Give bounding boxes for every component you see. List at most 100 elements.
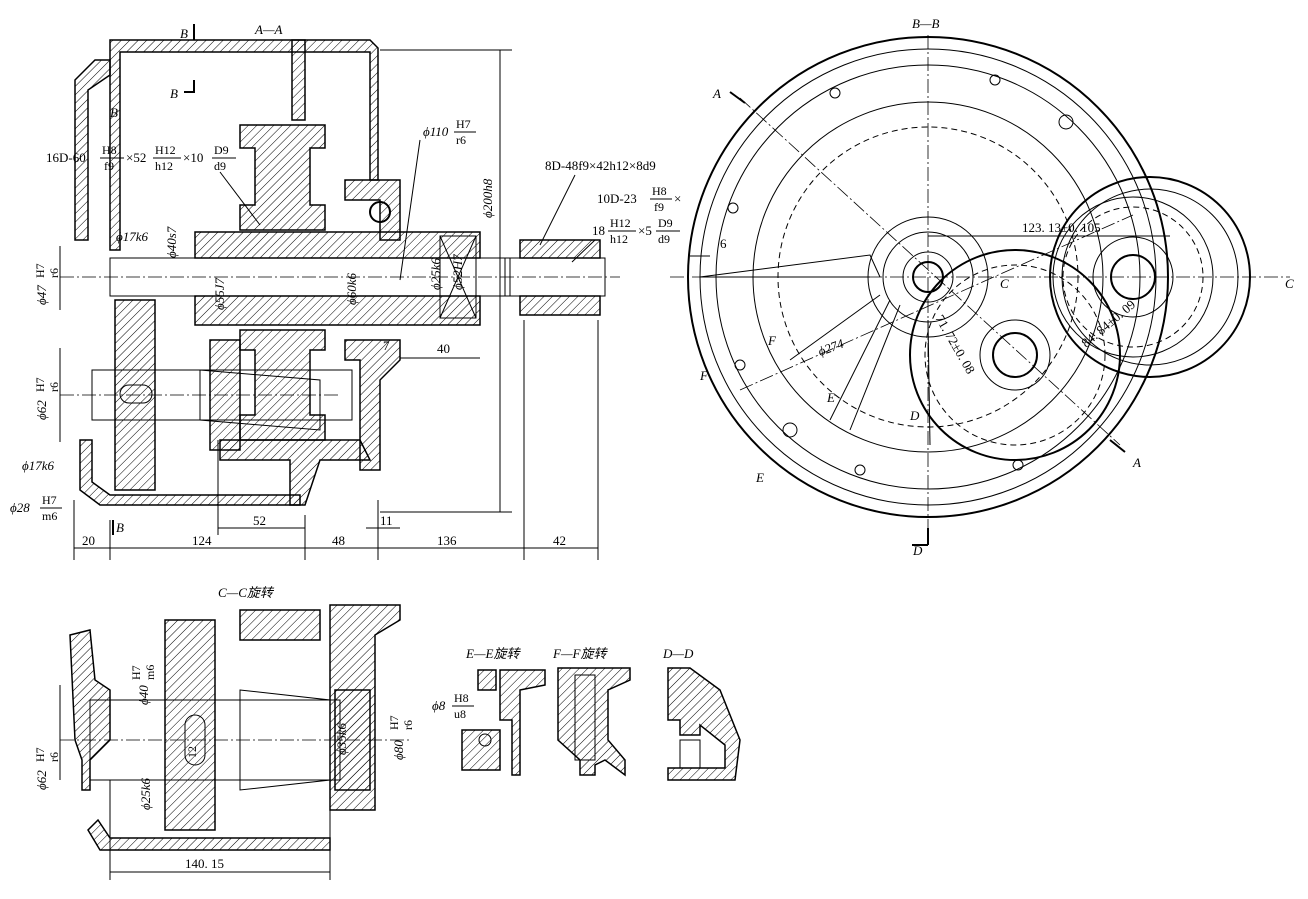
svg-text:C: C (1285, 276, 1294, 291)
coupling-upper (519, 239, 601, 259)
dim-phi274: ϕ274 (816, 336, 846, 359)
spec-16d: 16D-60 (46, 150, 86, 165)
main-shaft-bore (912, 261, 944, 293)
svg-text:H7: H7 (387, 715, 401, 730)
section-view-bb: B—B (670, 16, 1294, 558)
view-label-bb: B—B (912, 16, 940, 31)
svg-text:r6: r6 (456, 133, 466, 147)
right-shaft-bore (1110, 254, 1156, 300)
housing-left-wall (74, 59, 111, 241)
svg-text:×10: ×10 (183, 150, 203, 165)
section-view-aa: A—A B B B (10, 22, 681, 560)
svg-text:40: 40 (437, 341, 450, 356)
svg-text:6: 6 (720, 236, 727, 251)
svg-text:f9: f9 (654, 200, 664, 214)
svg-text:124: 124 (192, 533, 212, 548)
svg-text:r6: r6 (401, 720, 415, 730)
svg-text:ϕ200h8: ϕ200h8 (480, 178, 495, 218)
svg-text:ϕ40s7: ϕ40s7 (164, 226, 179, 258)
svg-text:B: B (116, 520, 124, 535)
cc-gear (164, 619, 216, 831)
svg-text:E: E (826, 390, 835, 405)
svg-text:D: D (909, 408, 920, 423)
svg-text:F: F (767, 333, 777, 348)
hub-lower (194, 295, 481, 326)
housing-rib (291, 39, 306, 121)
svg-text:D9: D9 (214, 143, 229, 157)
svg-text:F: F (699, 368, 709, 383)
section-view-ee: E—E旋转 ϕ8 H8 u8 (432, 646, 546, 776)
svg-text:10D-23: 10D-23 (597, 191, 637, 206)
svg-text:m6: m6 (42, 509, 57, 523)
housing-top-wall (109, 39, 379, 251)
dim-71: 71. 72±0. 08 (932, 312, 978, 376)
keyway (119, 384, 153, 404)
section-view-cc: C—C旋转 ϕ62 H7 r6 H7 m6 ϕ40 12 ϕ35k6 ϕ80 H… (33, 585, 415, 880)
lower-web (219, 439, 372, 506)
svg-text:48: 48 (332, 533, 345, 548)
svg-text:ϕ28: ϕ28 (10, 500, 30, 515)
coupling-bore (504, 257, 606, 297)
bearing-right (439, 235, 477, 319)
svg-text:D9: D9 (658, 216, 673, 230)
svg-text:r6: r6 (47, 268, 61, 278)
svg-text:12: 12 (185, 746, 199, 758)
svg-text:C: C (1000, 276, 1009, 291)
svg-text:H8: H8 (652, 184, 667, 198)
svg-text:r6: r6 (47, 752, 61, 762)
svg-text:H8: H8 (454, 691, 469, 705)
svg-text:ϕ25k6: ϕ25k6 (138, 778, 153, 810)
bearing-ball (369, 201, 391, 223)
svg-text:ϕ25k6: ϕ25k6 (428, 258, 443, 290)
section-mark-b-top: B (180, 26, 188, 41)
svg-text:m6: m6 (143, 665, 157, 680)
svg-text:ϕ17k6: ϕ17k6 (22, 458, 54, 473)
svg-text:8D-48f9×42h12×8d9: 8D-48f9×42h12×8d9 (545, 158, 656, 173)
large-gear-upper (239, 124, 326, 231)
svg-text:H7: H7 (42, 493, 57, 507)
svg-text:140. 15: 140. 15 (185, 856, 224, 871)
svg-text:ϕ80: ϕ80 (391, 740, 406, 760)
svg-text:ϕ62: ϕ62 (34, 400, 49, 420)
svg-text:H7: H7 (456, 117, 471, 131)
svg-text:11: 11 (380, 513, 393, 528)
svg-text:ϕ60k6: ϕ60k6 (344, 273, 359, 305)
svg-text:H12: H12 (610, 216, 631, 230)
svg-text:×: × (674, 191, 681, 206)
svg-text:ϕ8: ϕ8 (432, 698, 446, 713)
section-view-dd: D—D (662, 646, 741, 781)
svg-text:f9: f9 (104, 159, 114, 173)
svg-text:D: D (912, 543, 923, 558)
large-gear-lower (239, 329, 326, 441)
svg-text:d9: d9 (658, 232, 670, 246)
svg-text:ϕ55J7: ϕ55J7 (212, 278, 227, 310)
svg-text:h12: h12 (610, 232, 628, 246)
svg-text:ϕ52H7: ϕ52H7 (450, 254, 465, 290)
coupling-lower (519, 295, 601, 316)
svg-text:H8: H8 (102, 143, 117, 157)
hub-upper (194, 231, 481, 259)
svg-text:E: E (755, 470, 764, 485)
view-label-cc: C—C旋转 (218, 585, 275, 600)
lower-bearing (209, 339, 241, 451)
svg-text:A: A (712, 86, 721, 101)
svg-text:×52: ×52 (126, 150, 146, 165)
svg-text:ϕ62: ϕ62 (34, 770, 49, 790)
lower-boss (344, 339, 401, 471)
lower-shaft-bore (992, 332, 1038, 378)
dim-123: 123. 13±0. 105 (1022, 220, 1101, 235)
svg-text:7: 7 (383, 338, 390, 353)
svg-text:42: 42 (553, 533, 566, 548)
svg-text:ϕ40: ϕ40 (136, 685, 151, 705)
svg-text:u8: u8 (454, 707, 466, 721)
svg-text:20: 20 (82, 533, 95, 548)
svg-text:ϕ47: ϕ47 (34, 285, 49, 305)
svg-text:d9: d9 (214, 159, 226, 173)
housing-outer-circle (687, 36, 1169, 518)
right-gear-housing (1049, 176, 1251, 378)
svg-text:H7: H7 (33, 263, 47, 278)
view-label-ff: F—F旋转 (552, 646, 608, 661)
svg-text:H7: H7 (33, 377, 47, 392)
bearing-housing (344, 179, 401, 241)
